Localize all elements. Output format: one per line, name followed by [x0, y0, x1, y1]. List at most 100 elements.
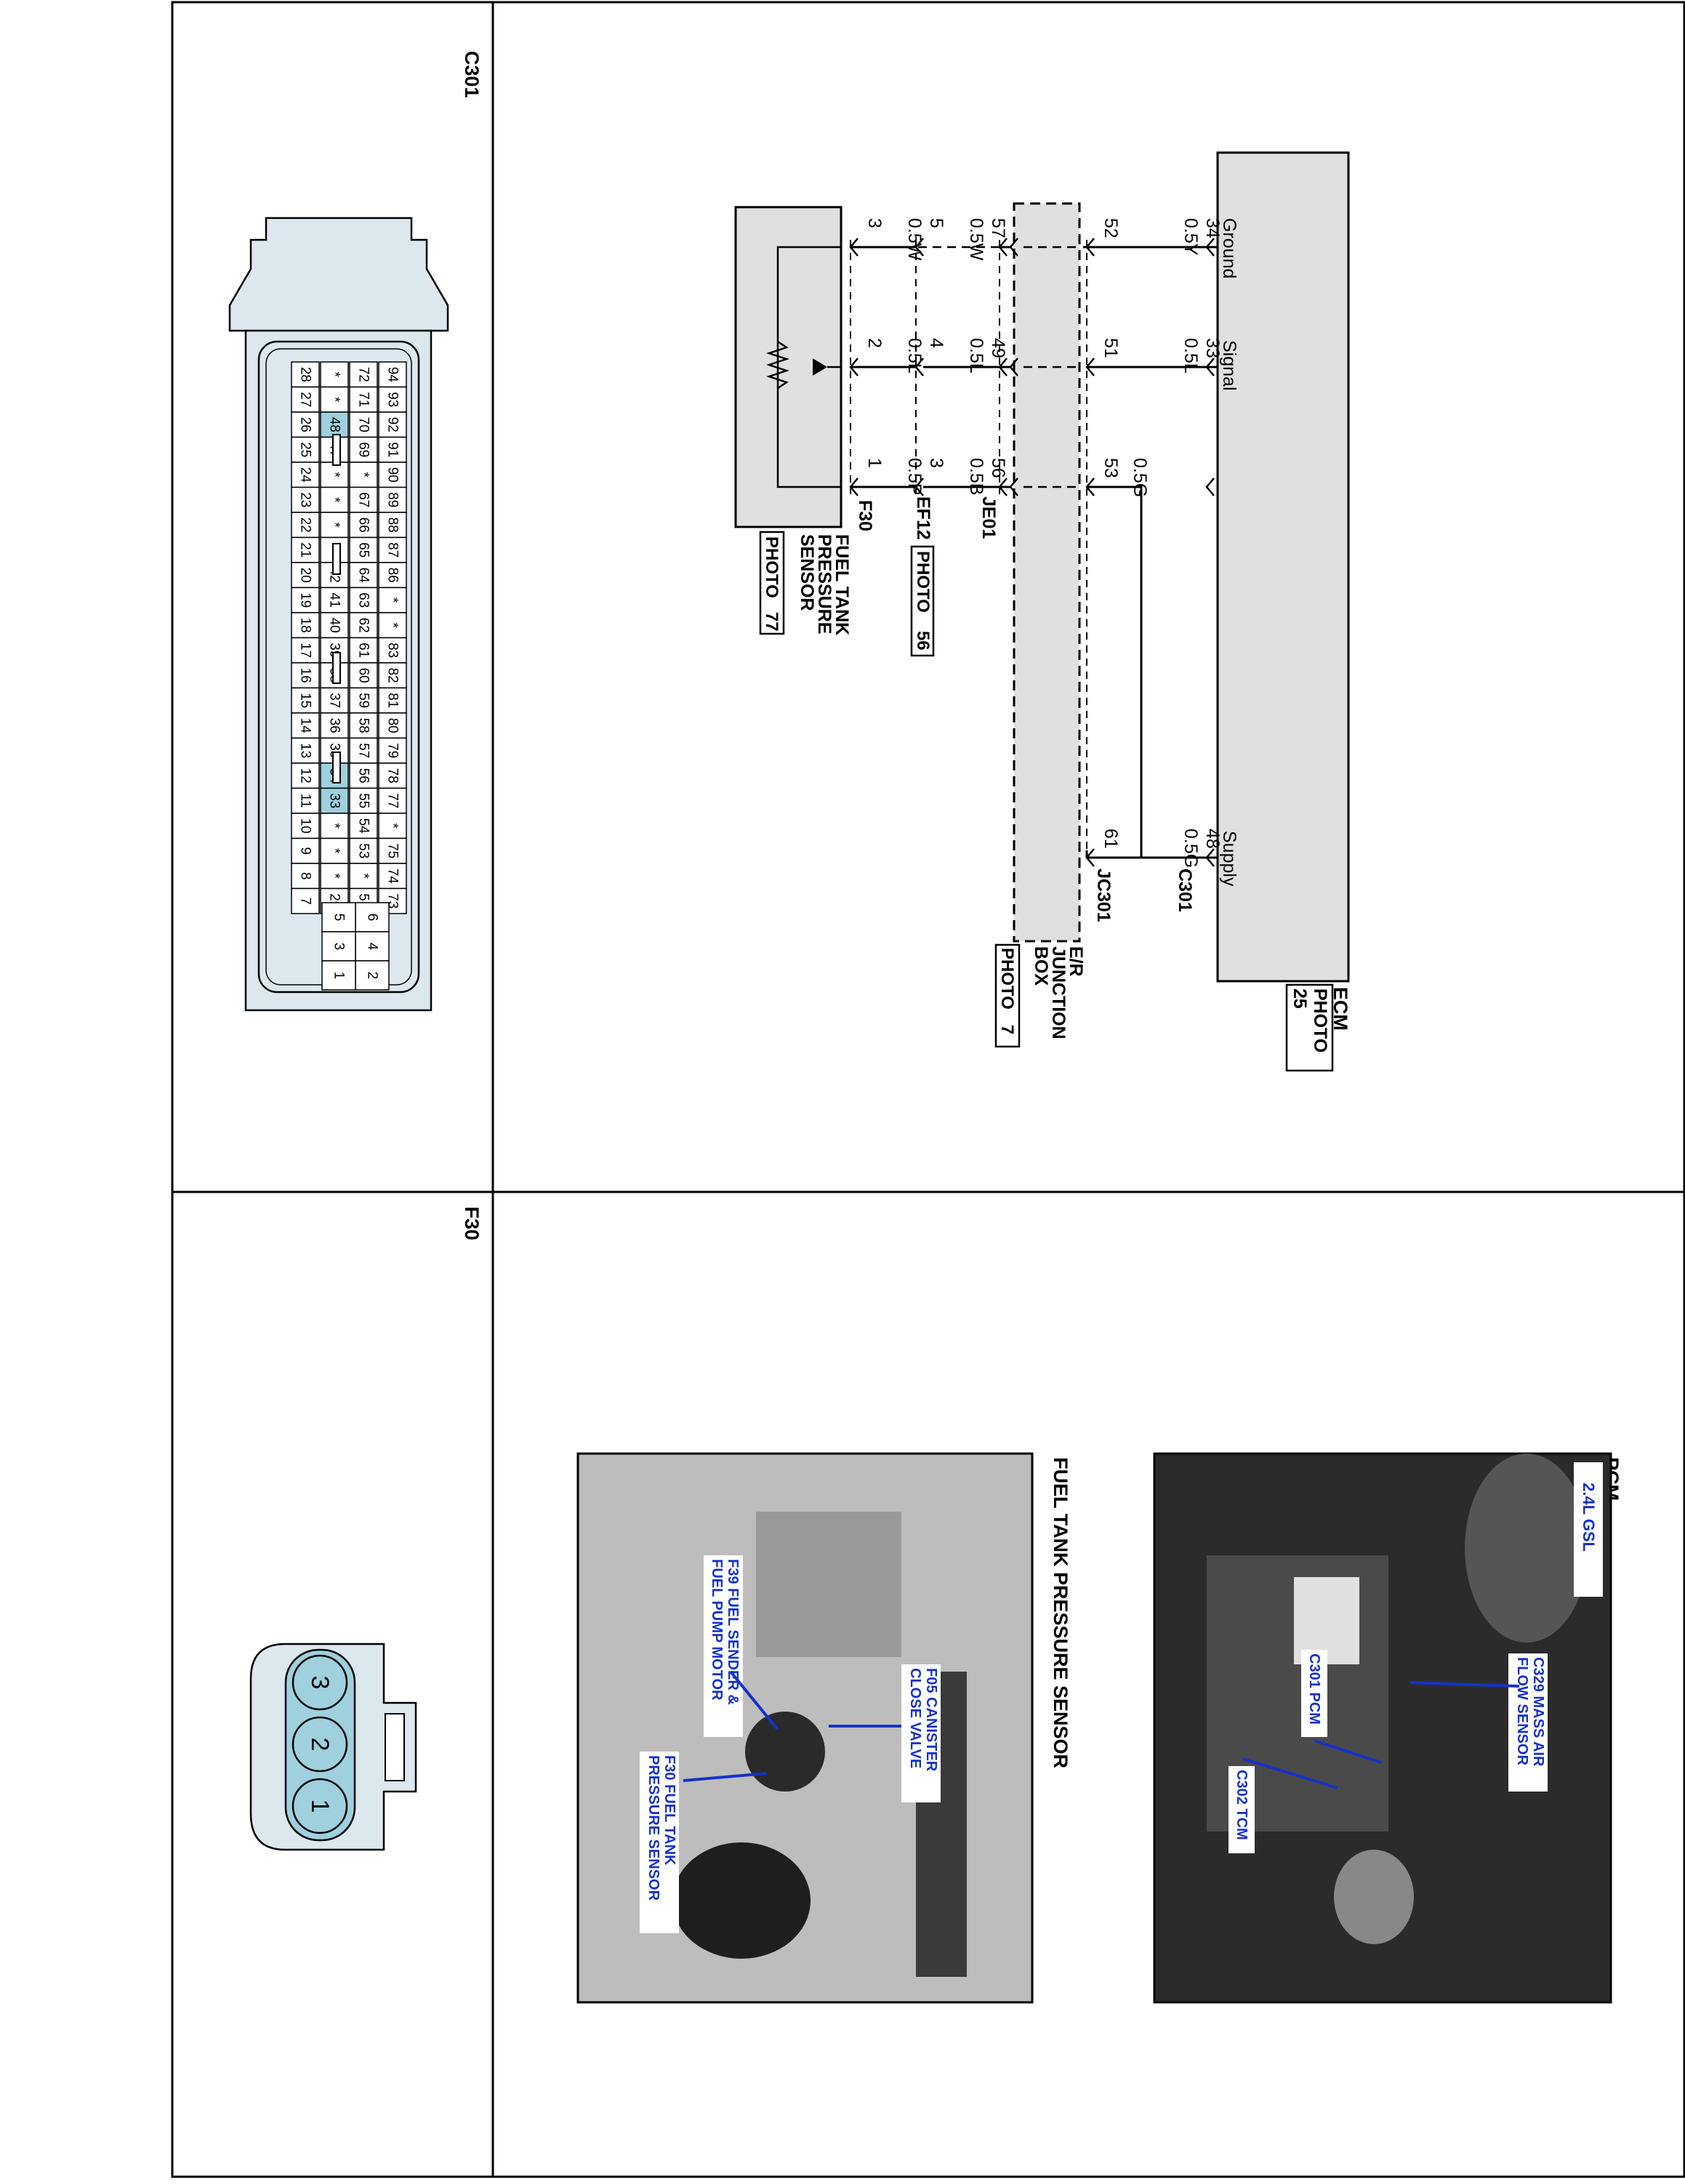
c301-pin-number: 56: [356, 768, 371, 783]
c301-pin-number: 75: [385, 843, 401, 858]
connector-chevron: [998, 478, 1008, 496]
jc301-label: JC301: [1093, 869, 1114, 922]
c301-pin-number: 33: [327, 793, 342, 808]
c301-pin-cell: [291, 662, 320, 689]
sensor-name-line2: PRESSURE: [814, 534, 835, 634]
c301-pin-number: 71: [356, 392, 371, 407]
c301-pin-number: 16: [298, 668, 313, 683]
c301-pin-cell: [291, 737, 320, 764]
connector-chevron: [849, 238, 858, 257]
c301-pin-number: 79: [385, 743, 401, 758]
junction-box: [1013, 202, 1081, 943]
c301-pin-number: 8: [298, 872, 313, 880]
c301-pin-cell: [320, 863, 349, 890]
callout-c329: C329 MASS AIR: [1530, 1657, 1546, 1767]
c301-pin-number: 7: [298, 897, 313, 905]
wire-label: 33: [1202, 338, 1223, 358]
c301-pin-cell: [320, 512, 349, 539]
connector-chevron: [914, 478, 924, 496]
ecm-photo-number: 25: [1290, 988, 1310, 1009]
connector-chevron: [1205, 358, 1215, 376]
c301-pin-number: 17: [298, 642, 313, 658]
c301-pin-number: 23: [298, 492, 313, 507]
c301-pin-number: 20: [298, 568, 313, 583]
connector-chevron: [849, 358, 858, 376]
c301-aux-pin-number: 4: [365, 943, 380, 951]
c301-pin-number: 22: [298, 517, 313, 533]
connector-chevrons: [849, 238, 1215, 867]
c301-pin-number: 19: [298, 592, 313, 608]
ecm-box: [1216, 151, 1350, 983]
f30-pin: [291, 1778, 348, 1834]
c301-pin-cell: [378, 737, 407, 764]
wire-label: 53: [1101, 458, 1121, 478]
c301-pin-cell: [291, 637, 320, 664]
c301-aux-pin-cell: [321, 931, 356, 962]
c301-pin-number: 63: [356, 592, 371, 608]
c301-pin-number: 54: [356, 818, 371, 834]
callout-c302: C302 TCM: [1234, 1770, 1250, 1840]
c301-pin-cell: [291, 837, 320, 864]
c301-pin-cell: [378, 813, 407, 839]
wire-label: 2: [864, 338, 885, 348]
wire-label: 0.5W: [904, 218, 925, 261]
c301-pin-number: 36: [327, 718, 342, 733]
schematic: Ground Signal Supply ECM PHOTO 25 C301 E…: [734, 151, 1351, 1072]
wire-label: 0.5P: [904, 458, 925, 495]
c301-pin-number: *: [327, 397, 342, 403]
c301-pin-number: 24: [298, 467, 313, 483]
c301-pin-cell: [291, 787, 320, 814]
c301-pin-cell: [291, 536, 320, 563]
fuel-tank-photo-panel: FUEL TANK PRESSURE SENSOR F39 FUEL SENDE…: [576, 1452, 1071, 2004]
c301-latch: [228, 217, 449, 332]
c301-pin-number: 77: [385, 793, 401, 808]
ef12-label: EF12: [913, 496, 933, 540]
callout-c329-line2: FLOW SENSOR: [1514, 1657, 1530, 1765]
f30-panel-title: F30: [461, 1206, 483, 1241]
c301-pin-cell: [320, 787, 349, 814]
f30-pin: [291, 1654, 348, 1711]
ecm-photo-label: PHOTO: [1310, 988, 1330, 1052]
f30-connector-face: 321: [249, 1643, 417, 1851]
wire-label: 56: [988, 458, 1008, 478]
c301-pin-number: 10: [298, 818, 313, 834]
ef12-photo-label: PHOTO: [913, 551, 933, 613]
c301-pin-number: *: [327, 372, 342, 378]
c301-panel-title: C301: [461, 51, 483, 98]
fuel-tank-photo-pump: [745, 1712, 825, 1792]
connector-chevron: [1085, 358, 1095, 376]
c301-pin-cell: [378, 612, 407, 639]
callout-f39: F39 FUEL SENDER &: [725, 1559, 741, 1705]
f30-pin-number: 2: [306, 1738, 334, 1752]
connector-chevron: [1205, 238, 1215, 257]
wire-label: 1: [864, 458, 885, 468]
connector-chevron: [998, 358, 1008, 376]
c301-pin-cell: [320, 386, 349, 413]
c301-pin-cell: [378, 562, 407, 589]
c301-pin-number: 40: [327, 618, 342, 633]
c301-pin-number: 90: [385, 467, 401, 483]
c301-pin-cell: [291, 587, 320, 613]
junction-box-line1: E/R: [1066, 946, 1086, 977]
c301-pin-number: 59: [356, 693, 371, 708]
wire-label: 3: [926, 458, 946, 468]
c301-aux-pin-number: 3: [331, 943, 347, 951]
ecm-ground-terminal: Ground: [1219, 218, 1239, 278]
c301-pin-cell: [320, 411, 349, 438]
connector-chevron: [849, 478, 858, 496]
callout-c329-arrow: [1409, 1681, 1520, 1688]
wire-label: 34: [1202, 218, 1223, 238]
c301-inner-outline: [257, 340, 420, 994]
c301-pin-number: 91: [385, 442, 401, 457]
pcm-badge-text: 2.4L GSL: [1580, 1483, 1598, 1552]
c301-pin-number: 69: [356, 442, 371, 457]
callout-c302-box: [1228, 1766, 1255, 1853]
c301-connector-face: 949392919089888786**83828180797877*75747…: [228, 217, 449, 1012]
c301-pin-number: 72: [356, 367, 371, 382]
sensor-name-line3: SENSOR: [797, 534, 817, 611]
connector-chevron: [1085, 238, 1095, 257]
wire-label: 51: [1101, 338, 1121, 358]
c301-pin-number: 57: [356, 743, 371, 758]
wire-label: 5: [926, 218, 946, 228]
wire-label: 0.5L: [1181, 338, 1201, 374]
